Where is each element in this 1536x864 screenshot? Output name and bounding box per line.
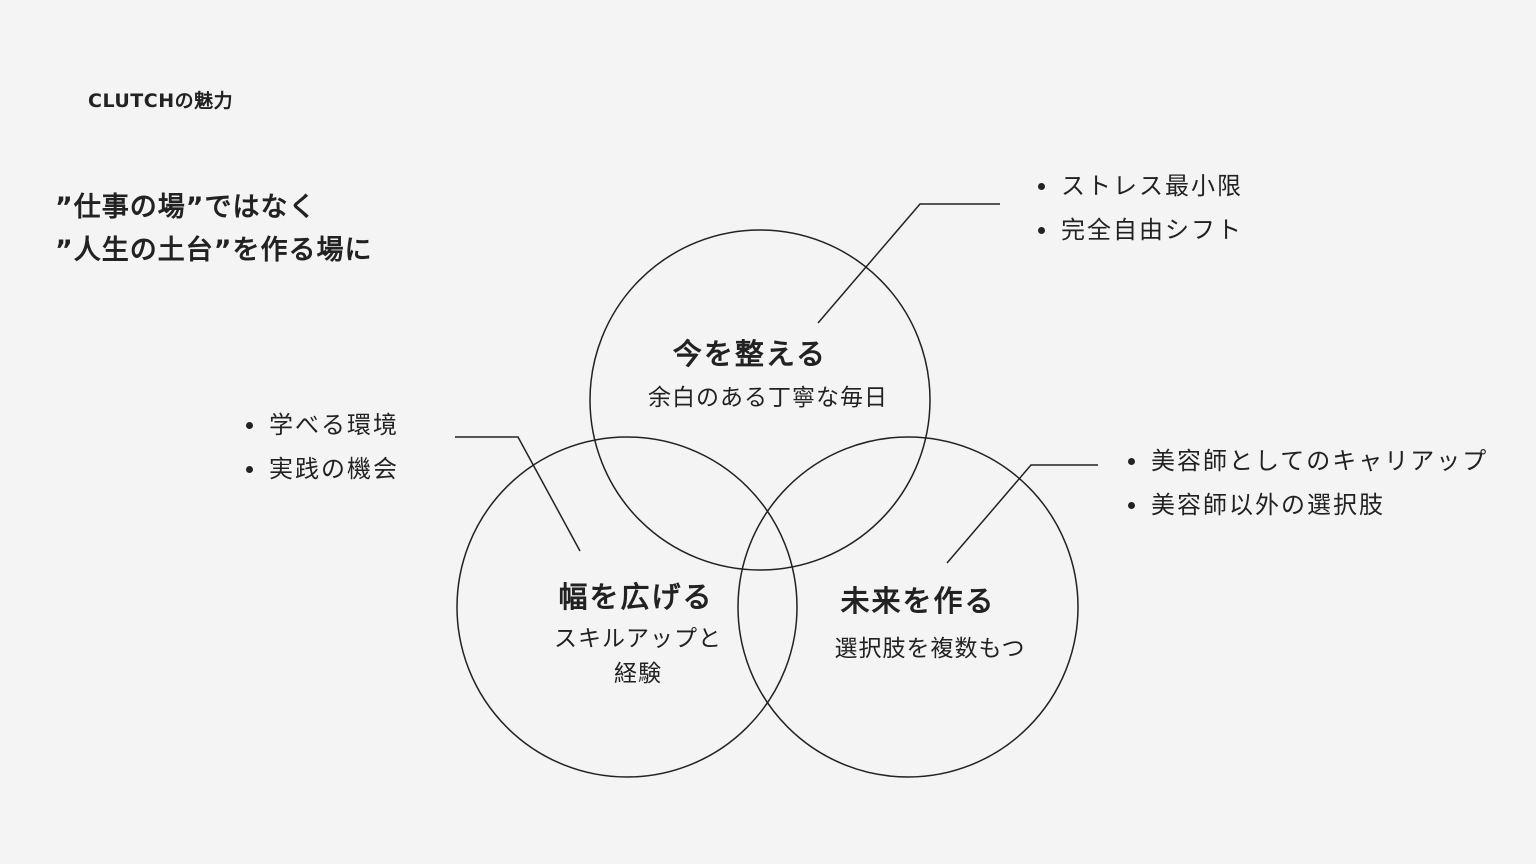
leader-line-top xyxy=(817,203,1000,324)
list-item: 学べる環境 xyxy=(244,403,399,447)
circle-right-title: 未来を作る xyxy=(840,584,996,618)
circle-right xyxy=(737,436,1079,778)
list-item: 美容師としてのキャリアップ xyxy=(1126,439,1488,483)
callout-right-list: 美容師としてのキャリアップ 美容師以外の選択肢 xyxy=(1126,439,1488,527)
circle-top xyxy=(589,229,931,571)
leader-line-right xyxy=(946,464,1098,564)
headline-line-2: ”人生の土台”を作る場に xyxy=(55,235,373,266)
callout-top-list: ストレス最小限 完全自由シフト xyxy=(1036,164,1243,252)
leader-line-left xyxy=(455,436,581,552)
circle-left-subtitle-line-2: 経験 xyxy=(614,661,662,687)
circle-top-subtitle: 余白のある丁寧な毎日 xyxy=(648,385,888,411)
circle-left xyxy=(456,436,798,778)
circle-left-subtitle-line-1: スキルアップと xyxy=(554,626,722,652)
list-item: ストレス最小限 xyxy=(1036,164,1243,208)
callout-left-list: 学べる環境 実践の機会 xyxy=(244,403,399,491)
list-item: 美容師以外の選択肢 xyxy=(1126,483,1488,527)
circle-top-title: 今を整える xyxy=(672,337,828,371)
brand-title: CLUTCHの魅力 xyxy=(88,90,234,112)
list-item: 完全自由シフト xyxy=(1036,208,1243,252)
circle-left-title: 幅を広げる xyxy=(558,580,714,614)
list-item: 実践の機会 xyxy=(244,447,399,491)
headline-line-1: ”仕事の場”ではなく xyxy=(55,192,317,223)
circle-right-subtitle: 選択肢を複数もつ xyxy=(834,636,1026,662)
